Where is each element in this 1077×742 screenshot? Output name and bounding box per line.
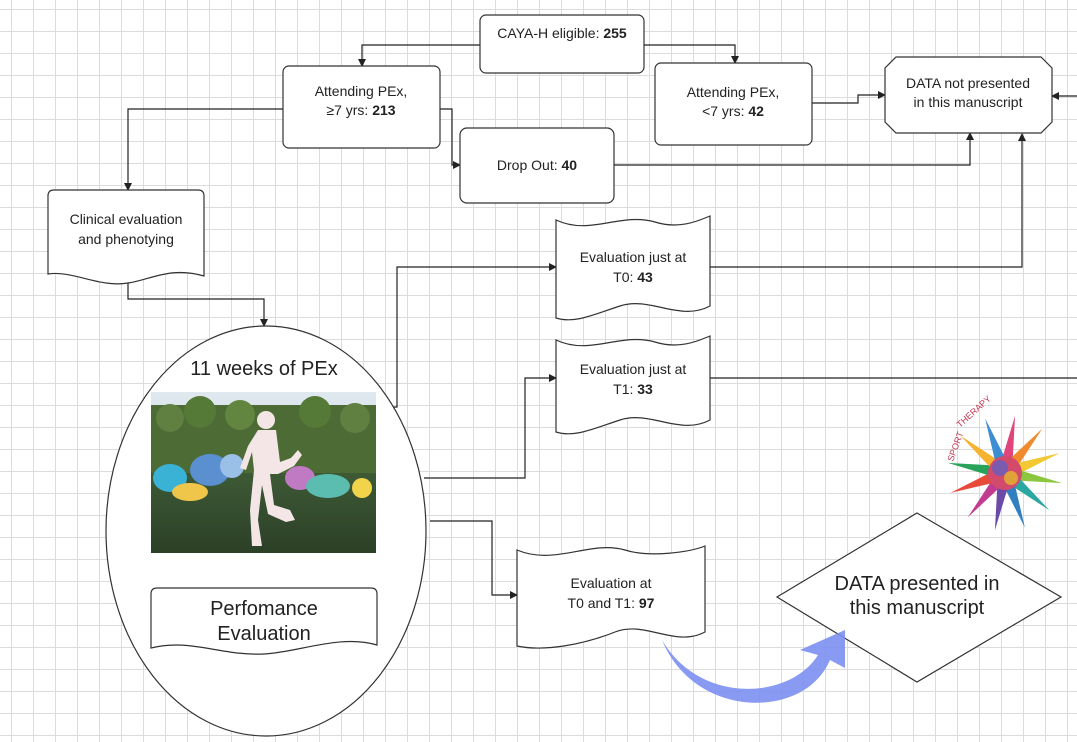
node-performance: Perfomance Evaluation <box>150 587 378 655</box>
eval-t1-line1: Evaluation just at <box>580 361 687 377</box>
curved-arrow <box>662 630 845 703</box>
node-eval-both: Evaluation at T0 and T1: 97 <box>516 545 706 649</box>
svg-text:T1: 33: T1: 33 <box>613 381 653 397</box>
connector-attend-ge7-to-dropout <box>440 108 461 169</box>
attend-lt7-line2: <7 yrs: <box>702 103 748 119</box>
performance-line2: Evaluation <box>217 623 310 645</box>
svg-text:SPORT: SPORT <box>945 430 965 463</box>
node-pex: 11 weeks of PEx Perfomance <box>105 325 427 737</box>
dropout-value: 40 <box>562 157 578 173</box>
connectors <box>124 44 1077 599</box>
connector-pex-to-eval-t1 <box>424 374 557 479</box>
attend-ge7-value: 213 <box>372 102 396 118</box>
attend-ge7-line2: ≥7 yrs: <box>326 102 372 118</box>
svg-text:Drop Out: 40: Drop Out: 40 <box>497 157 577 173</box>
attend-lt7-value: 42 <box>748 103 764 119</box>
eligible-value: 255 <box>603 25 627 41</box>
presented-line2: this manuscript <box>850 597 985 619</box>
connector-pex-to-eval-t0 <box>392 263 557 408</box>
connector-attend-ge7-to-clinical <box>124 108 283 191</box>
presented-line1: DATA presented in <box>835 573 1000 595</box>
eval-t0-value: 43 <box>637 269 653 285</box>
svg-text:T0: 43: T0: 43 <box>613 269 653 285</box>
clinical-line2: and phenotying <box>78 231 174 247</box>
connector-eligible-to-attend-ge7 <box>358 44 480 67</box>
eligible-label: CAYA-H eligible: <box>497 25 603 41</box>
eval-both-line2: T0 and T1: <box>568 595 639 611</box>
eval-t0-line2: T0: <box>613 269 637 285</box>
attend-ge7-line1: Attending PEx, <box>315 83 408 99</box>
svg-text:CAYA-H eligible: 255: CAYA-H eligible: 255 <box>497 25 627 41</box>
node-eligible: CAYA-H eligible: 255 <box>479 14 645 74</box>
connector-clinical-to-pex <box>127 281 268 327</box>
svg-text:<7 yrs: 42: <7 yrs: 42 <box>702 103 764 119</box>
athlete-silhouette <box>240 411 302 546</box>
pex-title: 11 weeks of PEx <box>190 358 337 380</box>
eval-t1-value: 33 <box>637 381 653 397</box>
svg-text:≥7 yrs: 213: ≥7 yrs: 213 <box>326 102 395 118</box>
clinical-line1: Clinical evaluation <box>70 211 183 227</box>
exercise-photo <box>151 392 376 553</box>
eval-both-value: 97 <box>639 595 655 611</box>
node-attend-ge7: Attending PEx, ≥7 yrs: 213 <box>282 65 441 149</box>
svg-text:T0 and T1: 97: T0 and T1: 97 <box>568 595 655 611</box>
not-presented-line1: DATA not presented <box>906 75 1030 91</box>
eval-both-line1: Evaluation at <box>571 575 652 591</box>
not-presented-line2: in this manuscript <box>914 94 1023 110</box>
connector-pex-to-eval-both <box>430 520 518 599</box>
connector-dropout-to-not-presented <box>614 132 974 166</box>
node-not-presented: DATA not presented in this manuscript <box>884 56 1053 134</box>
node-dropout: Drop Out: 40 <box>459 127 615 204</box>
node-eval-t0: Evaluation just at T0: 43 <box>555 215 711 321</box>
node-eval-t1: Evaluation just at T1: 33 <box>555 335 711 435</box>
performance-line1: Perfomance <box>210 598 318 620</box>
eval-t1-line2: T1: <box>613 381 637 397</box>
connector-eligible-to-attend-lt7 <box>644 44 739 64</box>
node-attend-lt7: Attending PEx, <7 yrs: 42 <box>654 62 813 146</box>
dropout-label: Drop Out: <box>497 157 562 173</box>
connector-attend-lt7-to-not-presented <box>812 91 886 104</box>
attend-lt7-line1: Attending PEx, <box>687 84 780 100</box>
eval-t0-line1: Evaluation just at <box>580 249 687 265</box>
sport-therapy-logo: SPORT THERAPY <box>945 394 1063 531</box>
node-clinical: Clinical evaluation and phenotying <box>47 189 205 285</box>
node-presented: DATA presented in this manuscript <box>775 512 1063 683</box>
connector-eval-t0-to-not-presented <box>710 133 1026 268</box>
